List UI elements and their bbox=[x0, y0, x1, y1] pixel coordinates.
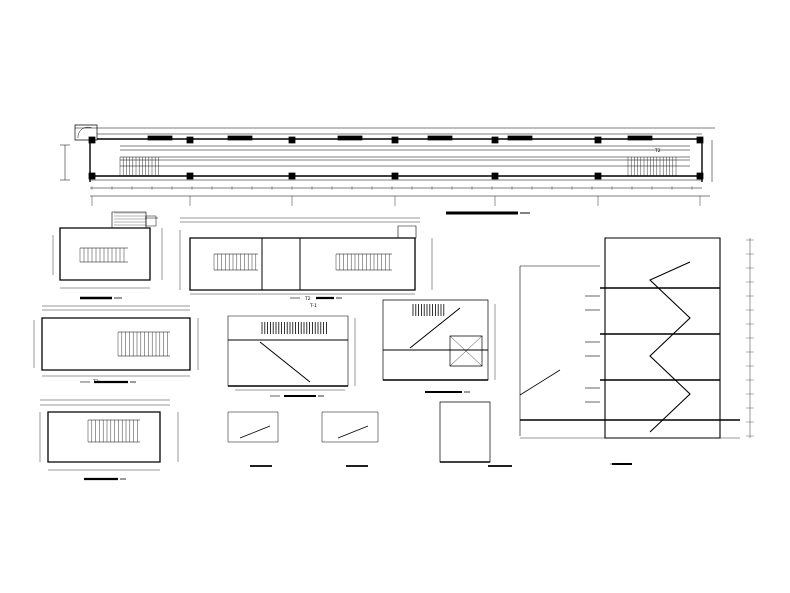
stair-plan-a bbox=[53, 212, 162, 298]
cad-pier-2 bbox=[187, 137, 193, 143]
cad-pier-12 bbox=[697, 137, 703, 143]
cad-pier-17 bbox=[428, 136, 452, 140]
cad-pier-13 bbox=[697, 173, 703, 179]
cad-pier-10 bbox=[595, 137, 601, 143]
cad-pier-6 bbox=[392, 137, 398, 143]
stair-detail-2 bbox=[322, 412, 378, 466]
stair-detail-3 bbox=[440, 402, 512, 466]
label-t1-plan: T2 bbox=[304, 296, 311, 302]
cad-pier-7 bbox=[392, 173, 398, 179]
cad-pier-11 bbox=[595, 173, 601, 179]
stair-plan-d bbox=[40, 400, 178, 479]
stair-detail-1 bbox=[228, 412, 278, 466]
cad-pier-18 bbox=[508, 136, 532, 140]
cad-pier-15 bbox=[228, 136, 252, 140]
label-t2-top: T2 bbox=[654, 148, 661, 154]
cad-pier-19 bbox=[628, 136, 652, 140]
cad-pier-8 bbox=[492, 137, 498, 143]
stair-plan-b bbox=[180, 218, 432, 298]
large-building-section bbox=[520, 238, 750, 464]
stair-section-f bbox=[383, 300, 495, 392]
cad-pier-3 bbox=[187, 173, 193, 179]
label-t3: T3 bbox=[92, 379, 99, 385]
cad-pier-9 bbox=[492, 173, 498, 179]
cad-pier-14 bbox=[148, 136, 172, 140]
label-t1-plan-sub: T-1 bbox=[309, 303, 317, 309]
stair-section-e bbox=[228, 316, 355, 396]
cad-pier-5 bbox=[289, 173, 295, 179]
cad-pier-1 bbox=[89, 173, 95, 179]
cad-pier-0 bbox=[89, 137, 95, 143]
cad-pier-4 bbox=[289, 137, 295, 143]
cad-pier-16 bbox=[338, 136, 362, 140]
stair-plan-c bbox=[34, 306, 198, 382]
